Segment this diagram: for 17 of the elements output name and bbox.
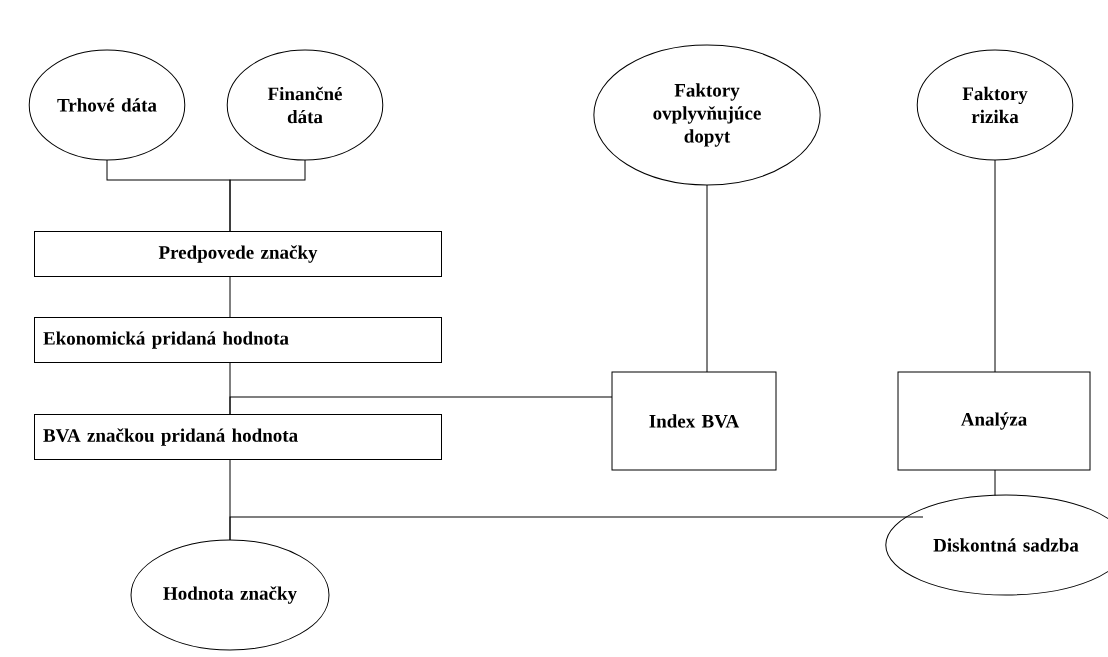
- process-box: Predpovede značky: [34, 231, 442, 277]
- connector-line: [229, 516, 924, 541]
- ellipse-node: Faktory ovplyvňujúce dopyt: [593, 44, 821, 186]
- connector-line: [229, 396, 613, 415]
- connector-line: [229, 159, 306, 232]
- connector-line: [706, 184, 708, 373]
- ellipse-node: Hodnota značky: [130, 539, 330, 651]
- ellipse-node: Faktory rizika: [916, 49, 1074, 161]
- process-box: Analýza: [897, 371, 1091, 471]
- connector-line: [994, 159, 996, 373]
- ellipse-node: Finančné dáta: [226, 49, 384, 161]
- process-box: Index BVA: [611, 371, 777, 471]
- process-box: BVA značkou pridaná hodnota: [34, 414, 442, 460]
- connector-line: [229, 276, 231, 318]
- process-box: Ekonomická pridaná hodnota: [34, 317, 442, 363]
- ellipse-node: Trhové dáta: [28, 49, 186, 161]
- connector-line: [994, 469, 996, 496]
